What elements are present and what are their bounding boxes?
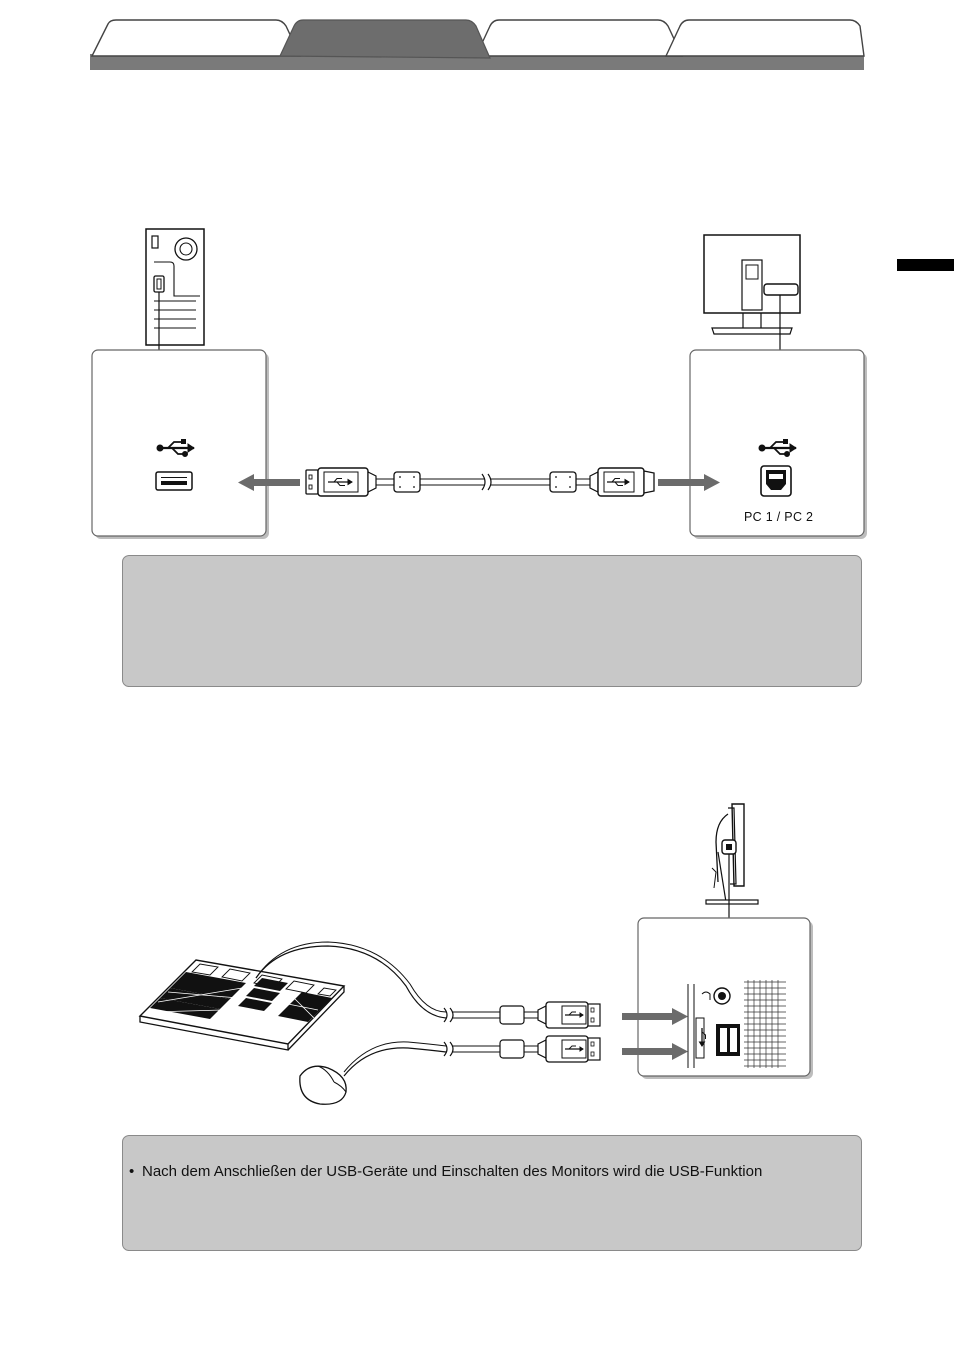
note-box-bottom — [122, 1135, 862, 1251]
tab-1[interactable] — [96, 22, 296, 52]
note-text-usb-function: Nach dem Anschließen der USB-Geräte und … — [142, 1163, 763, 1180]
tab-2-active[interactable] — [290, 22, 480, 52]
pc-usb-port-detail — [91, 349, 269, 539]
usb-cable-a-to-b — [238, 467, 720, 497]
monitor-usb-upstream-detail — [689, 349, 867, 539]
monitor-port-label: PC 1 / PC 2 — [744, 510, 814, 524]
keyboard-mouse-cables — [138, 941, 688, 1105]
note-bullet: • — [129, 1163, 135, 1180]
monitor-usb-downstream-detail — [637, 917, 813, 1079]
tab-3[interactable] — [484, 22, 674, 52]
tab-4[interactable] — [672, 22, 862, 52]
mouse-illustration — [299, 1065, 347, 1105]
section-tab-bar — [90, 19, 865, 70]
monitor-back-illustration — [703, 234, 801, 354]
keyboard-illustration — [138, 959, 346, 1051]
monitor-side-illustration — [705, 803, 759, 920]
pc-tower-illustration — [145, 228, 205, 351]
note-box-top — [122, 555, 862, 687]
chapter-marker — [897, 259, 954, 271]
